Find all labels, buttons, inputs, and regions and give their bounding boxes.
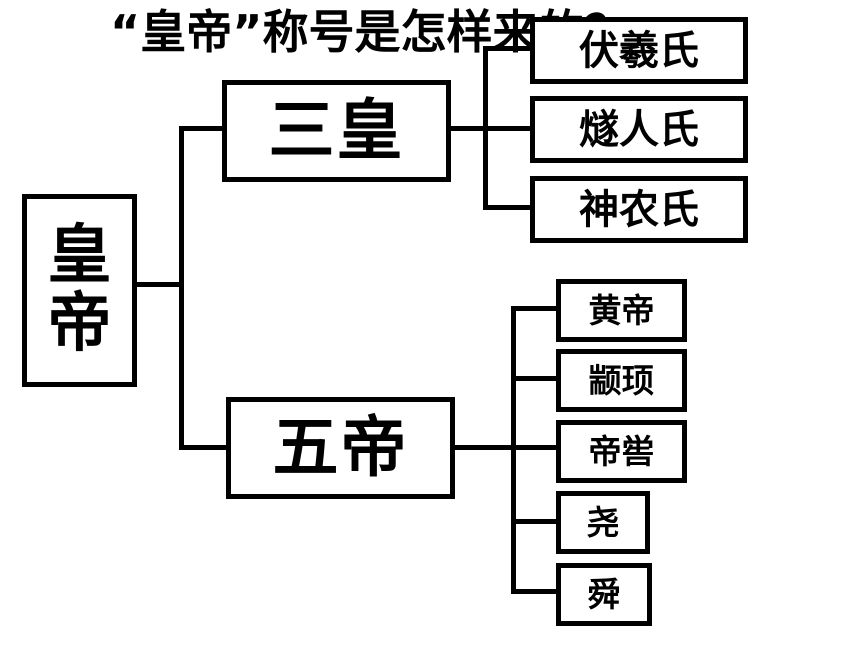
node-shennong: 神农氏 bbox=[530, 176, 748, 243]
node-diku: 帝喾 bbox=[556, 420, 687, 483]
node-yao: 尧 bbox=[556, 491, 650, 554]
connector-wudi-child bbox=[511, 376, 557, 381]
connector-wudi-child bbox=[511, 519, 557, 524]
root-node-char: 皇 bbox=[47, 219, 112, 294]
node-sanhuang: 三皇 bbox=[222, 80, 451, 182]
node-zhuanxu: 颛顼 bbox=[556, 349, 687, 412]
connector-to-sanhuang bbox=[179, 126, 223, 131]
node-shun: 舜 bbox=[556, 563, 652, 626]
node-huangdi: 黄帝 bbox=[556, 279, 687, 342]
connector-sanhuang-child bbox=[483, 205, 531, 210]
node-wudi: 五帝 bbox=[226, 397, 455, 499]
root-node-huangdi: 皇 帝 bbox=[22, 194, 137, 387]
connector-wudi-stem bbox=[455, 445, 557, 450]
connector-root-spine bbox=[179, 126, 184, 450]
node-fuxi: 伏羲氏 bbox=[530, 17, 748, 84]
connector-wudi-child bbox=[511, 306, 557, 311]
connector-wudi-child bbox=[511, 589, 557, 594]
connector-sanhuang-stem bbox=[451, 126, 531, 131]
connector-sanhuang-spine bbox=[483, 46, 488, 210]
connector-wudi-spine bbox=[511, 306, 516, 594]
connector-root-stem bbox=[137, 282, 183, 287]
root-node-char: 帝 bbox=[47, 286, 112, 361]
connector-sanhuang-child bbox=[483, 46, 531, 51]
connector-to-wudi bbox=[179, 445, 227, 450]
node-suiren: 燧人氏 bbox=[530, 96, 748, 163]
